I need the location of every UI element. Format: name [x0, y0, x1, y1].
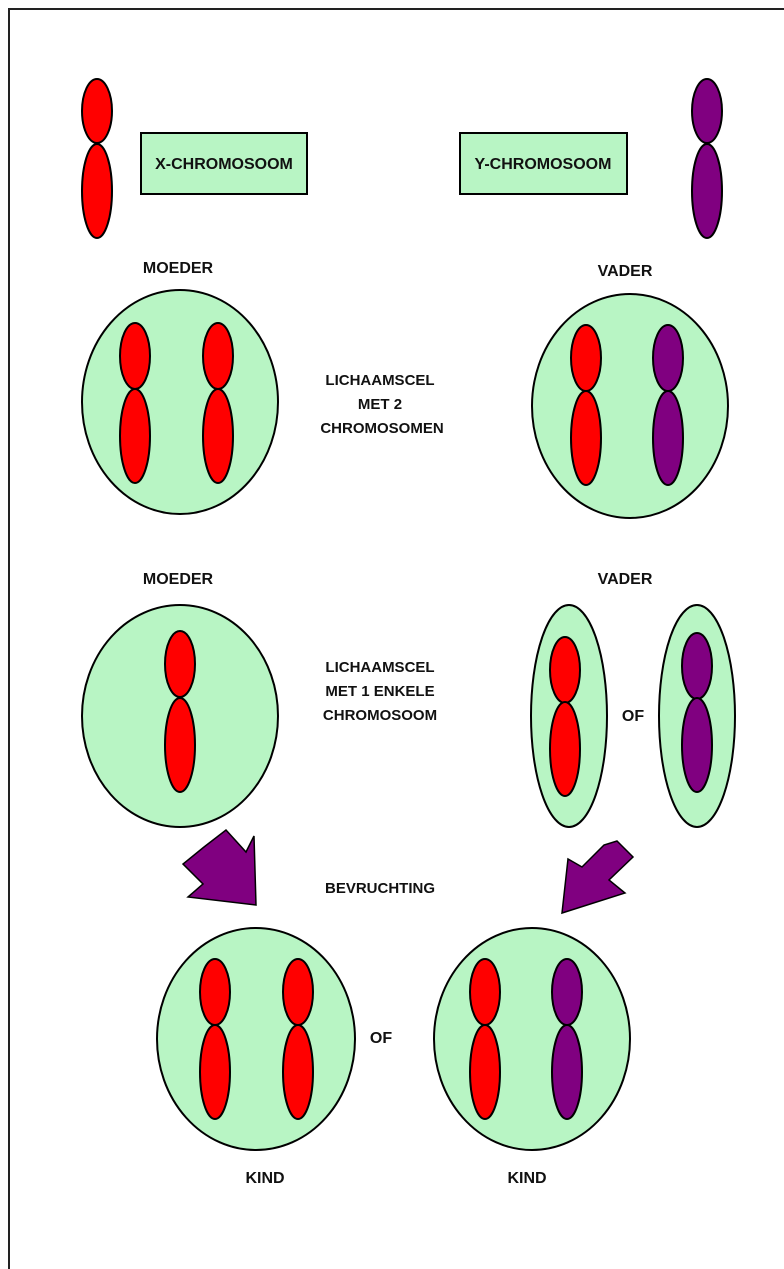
- row1-caption-line-3: CHROMOSOMEN: [320, 420, 443, 437]
- child-right-label: KIND: [507, 1170, 546, 1187]
- row1-mother-label: MOEDER: [143, 260, 214, 277]
- children-or-label: OF: [370, 1030, 392, 1047]
- row2-caption-line-1: LICHAAMSCEL: [325, 659, 434, 676]
- legend-x-chromosome-icon: [82, 79, 112, 238]
- child-cell-xy: [434, 928, 630, 1150]
- row1-caption-line-2: MET 2: [358, 396, 402, 413]
- row2-mother-label: MOEDER: [143, 571, 214, 588]
- row2-caption-line-3: CHROMOSOOM: [323, 707, 437, 724]
- row1-father-label: VADER: [598, 263, 653, 280]
- father-gamete-y-cell: [659, 605, 735, 827]
- row2-or-label: OF: [622, 708, 644, 725]
- child-cell-xx: [157, 928, 355, 1150]
- mother-body-cell: [82, 290, 278, 514]
- y-chromosome-label: Y-CHROMOSOOM: [475, 156, 612, 173]
- child-left-label: KIND: [245, 1170, 284, 1187]
- legend-y-chromosome-icon: [692, 79, 722, 238]
- x-chromosome-label: X-CHROMOSOOM: [155, 156, 293, 173]
- fertilization-arrow-right-icon: [562, 841, 633, 913]
- father-body-cell: [532, 294, 728, 518]
- fertilization-arrow-left-icon: [183, 830, 256, 905]
- mother-gamete-cell: [82, 605, 278, 827]
- father-gamete-x-cell: [531, 605, 607, 827]
- row1-caption-line-1: LICHAAMSCEL: [325, 372, 434, 389]
- fertilization-label: BEVRUCHTING: [325, 880, 435, 897]
- row2-caption-line-2: MET 1 ENKELE: [325, 683, 434, 700]
- row2-father-label: VADER: [598, 571, 653, 588]
